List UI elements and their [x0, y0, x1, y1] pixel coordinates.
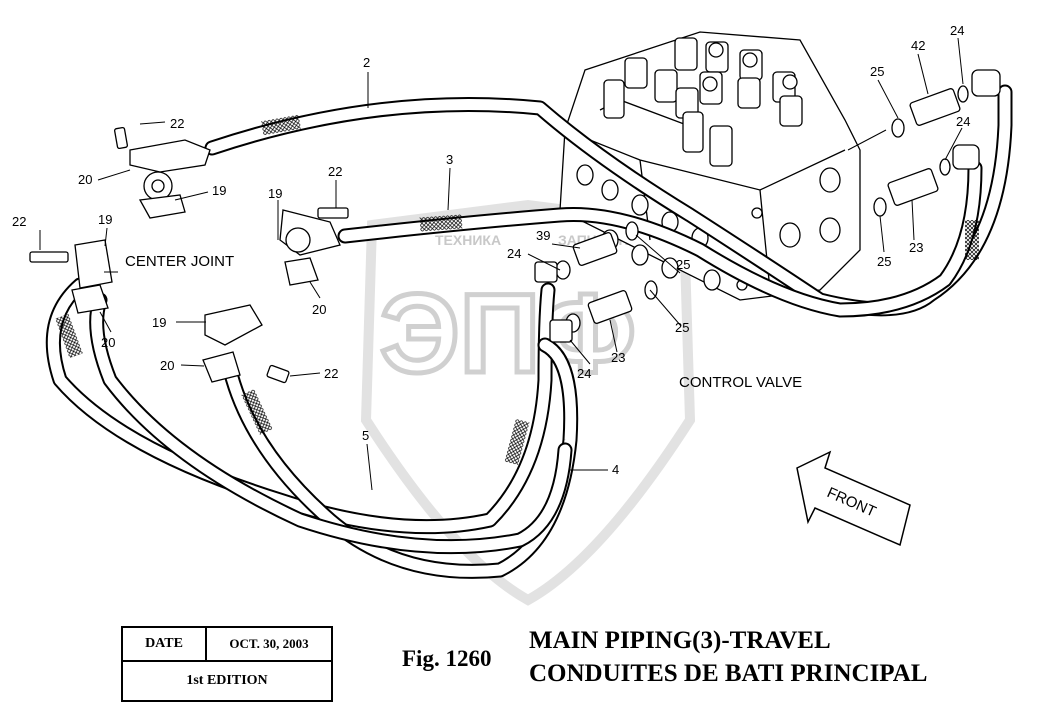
- hose-4: [222, 337, 579, 579]
- fittings: [534, 69, 1001, 343]
- callout-25b: 25: [675, 320, 689, 335]
- callout-20d: 20: [160, 358, 174, 373]
- center-joint-parts: [29, 126, 349, 384]
- callout-3: 3: [446, 152, 453, 167]
- hose-3: [337, 160, 983, 318]
- figure-number: Fig. 1260: [402, 646, 492, 671]
- callout-25c: 25: [870, 64, 884, 79]
- edition-label: 1st EDITION: [186, 673, 268, 688]
- callout-19c: 19: [98, 212, 112, 227]
- title-block-date-row: DATE OCT. 30, 2003: [123, 628, 331, 662]
- callout-19d: 19: [152, 315, 166, 330]
- valve-caps: [603, 37, 803, 167]
- leader-lines: [39, 37, 964, 491]
- callout-2: 2: [363, 55, 370, 70]
- date-value: OCT. 30, 2003: [229, 636, 309, 651]
- callout-39: 39: [536, 228, 550, 243]
- watermark-main-text: ЭПФ: [380, 271, 636, 396]
- callout-22b: 22: [328, 164, 342, 179]
- callouts: 2 3 4 5 19 19 19 19 20 20 20 20 22 22 22…: [12, 23, 970, 477]
- callout-20c: 20: [101, 335, 115, 350]
- callout-22d: 22: [324, 366, 338, 381]
- callout-19a: 19: [212, 183, 226, 198]
- callout-4: 4: [612, 462, 619, 477]
- callout-25a: 25: [676, 257, 690, 272]
- figure-title-en: MAIN PIPING(3)-TRAVEL: [529, 627, 831, 654]
- title-block: DATE OCT. 30, 2003 1st EDITION: [121, 626, 333, 702]
- callout-20b: 20: [312, 302, 326, 317]
- date-label: DATE: [123, 628, 207, 660]
- callout-20a: 20: [78, 172, 92, 187]
- watermark: ТЕХНИКА ЗАПЧАСТИ ЭПФ: [360, 199, 696, 606]
- figure-title-fr: CONDUITES DE BATI PRINCIPAL: [529, 660, 928, 687]
- hose-5: [45, 277, 556, 535]
- center-joint-label: CENTER JOINT: [125, 253, 234, 270]
- callout-23b: 23: [909, 240, 923, 255]
- callout-25d: 25: [877, 254, 891, 269]
- callout-5: 5: [362, 428, 369, 443]
- callout-23a: 23: [611, 350, 625, 365]
- control-valve-label: CONTROL VALVE: [679, 374, 802, 391]
- front-arrow: FRONT: [796, 450, 911, 547]
- callout-24a: 24: [507, 246, 521, 261]
- callout-24d: 24: [956, 114, 970, 129]
- callout-22c: 22: [12, 214, 26, 229]
- callout-19b: 19: [268, 186, 282, 201]
- callout-22a: 22: [170, 116, 184, 131]
- callout-24c: 24: [950, 23, 964, 38]
- watermark-top-text: ТЕХНИКА: [435, 232, 501, 248]
- hose-extra: [89, 292, 573, 555]
- callout-24b: 24: [577, 366, 591, 381]
- callout-42: 42: [911, 38, 925, 53]
